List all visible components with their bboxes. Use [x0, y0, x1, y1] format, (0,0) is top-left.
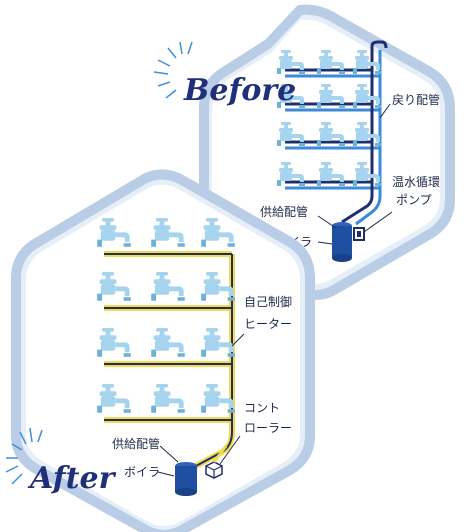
after-burst: [5, 427, 43, 485]
before-supply-pipes: [285, 40, 388, 224]
heater-label-line2: ヒーター: [244, 317, 292, 331]
boiler-icon: [332, 222, 352, 262]
boiler-icon: [175, 462, 197, 496]
pump-label-line1: 温水循環: [392, 175, 440, 189]
before-return-pipes: [285, 50, 382, 226]
after-supply-pipes: [104, 253, 233, 467]
controller-icon: [205, 461, 223, 479]
after-supply-label: 供給配管: [112, 436, 160, 451]
before-title: Before: [183, 73, 296, 108]
return-pipe-label: 戻り配管: [392, 92, 440, 107]
controller-label-line1: コント: [244, 401, 280, 415]
before-supply-label: 供給配管: [260, 204, 308, 219]
pump-icon: [353, 227, 365, 241]
heater-label-line1: 自己制御: [244, 294, 292, 309]
after-boiler-label: ボイラ: [124, 465, 160, 479]
controller-label-line2: ローラー: [244, 421, 292, 435]
after-panel: 自己制御 ヒーター コント ローラー 供給配管 ボイラ: [11, 169, 315, 532]
after-title: After: [27, 461, 117, 496]
before-burst: [153, 41, 193, 99]
pump-label-line2: ポンプ: [396, 193, 432, 207]
